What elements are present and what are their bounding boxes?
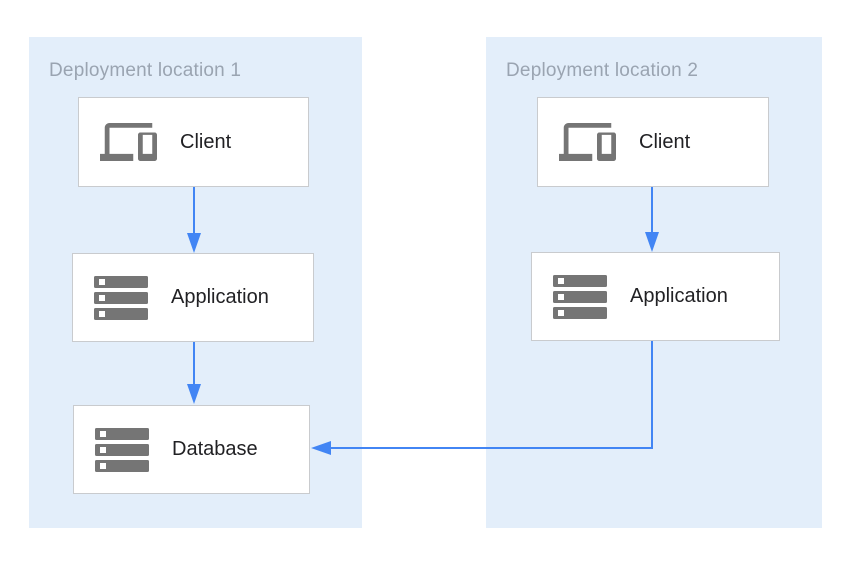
node-application-1: Application: [72, 253, 314, 342]
node-label: Application: [630, 285, 728, 307]
edge-client1-to-app1-line: [193, 187, 195, 235]
node-label: Client: [180, 130, 232, 153]
node-database-1: Database: [73, 405, 310, 494]
server-stack-icon: [94, 275, 148, 320]
edge-app2-to-db1-arrowhead-icon: [311, 441, 331, 455]
edge-app2-to-db1-vertical-line: [651, 341, 653, 449]
devices-icon: [100, 123, 157, 161]
server-stack-icon: [553, 274, 607, 319]
node-label: Application: [171, 286, 269, 308]
edge-client1-to-app1-arrowhead-icon: [187, 233, 201, 253]
edge-app2-to-db1-horizontal-line: [329, 447, 653, 449]
node-application-2: Application: [531, 252, 780, 341]
node-label: Client: [639, 130, 691, 153]
edge-client2-to-app2-arrowhead-icon: [645, 232, 659, 252]
devices-icon: [559, 123, 616, 161]
zone-title: Deployment location 1: [49, 60, 242, 81]
edge-app1-to-db1-arrowhead-icon: [187, 384, 201, 404]
edge-client2-to-app2-line: [651, 187, 653, 234]
server-stack-icon: [95, 427, 149, 472]
node-client-2: Client: [537, 97, 769, 187]
node-label: Database: [172, 438, 258, 460]
zone-title: Deployment location 2: [506, 60, 699, 81]
node-client-1: Client: [78, 97, 309, 187]
edge-app1-to-db1-line: [193, 342, 195, 386]
